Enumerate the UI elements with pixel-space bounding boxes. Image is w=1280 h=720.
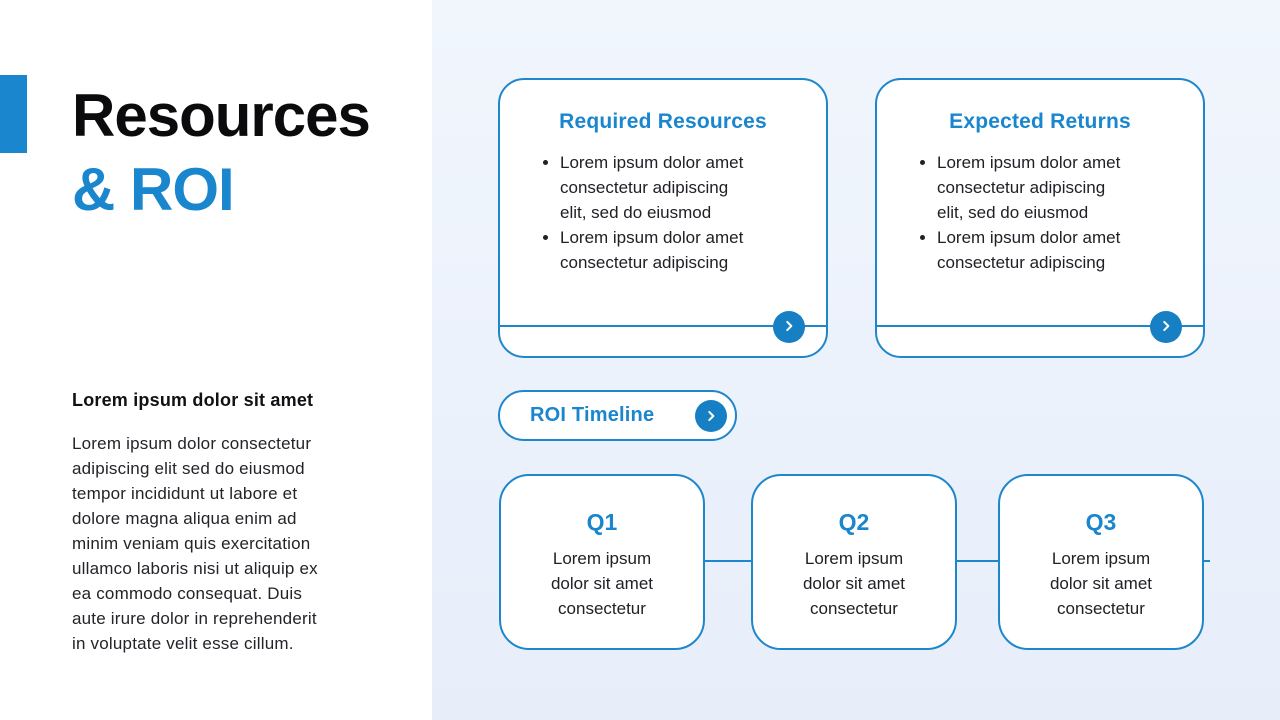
page-title-line1: Resources	[72, 82, 371, 149]
timeline-connector	[703, 560, 754, 562]
timeline-connector	[953, 560, 1000, 562]
title-accent-bar	[0, 75, 27, 153]
quarter-text: Lorem ipsum dolor sit amet consectetur	[802, 549, 906, 618]
card-divider	[877, 325, 1203, 327]
quarter-label: Q2	[838, 509, 870, 535]
left-paragraph: Lorem ipsum dolor consectetur adipiscing…	[72, 434, 318, 653]
roi-timeline-button[interactable]: ROI Timeline	[498, 390, 737, 441]
card-required-resources: Required Resources Lorem ipsum dolor ame…	[498, 78, 828, 358]
card-bullet-list: Lorem ipsum dolor amet consectetur adipi…	[500, 150, 826, 275]
card-title: Expected Returns	[949, 110, 1131, 133]
quarter-card-q2: Q2 Lorem ipsum dolor sit amet consectetu…	[751, 474, 957, 650]
quarter-text: Lorem ipsum dolor sit amet consectetur	[550, 549, 654, 618]
card-title: Required Resources	[559, 110, 767, 133]
timeline-connector-stub	[1203, 560, 1210, 562]
chevron-right-icon	[782, 319, 796, 336]
card-bullet: Lorem ipsum dolor amet consectetur adipi…	[560, 150, 750, 225]
card-bullet-list: Lorem ipsum dolor amet consectetur adipi…	[877, 150, 1203, 275]
left-subheading: Lorem ipsum dolor sit amet	[72, 390, 314, 410]
roi-timeline-label: ROI Timeline	[530, 404, 655, 426]
card-bullet: Lorem ipsum dolor amet consectetur adipi…	[937, 150, 1127, 225]
quarter-card-q1: Q1 Lorem ipsum dolor sit amet consectetu…	[499, 474, 705, 650]
card-bullet: Lorem ipsum dolor amet consectetur adipi…	[937, 225, 1127, 275]
card-bullet: Lorem ipsum dolor amet consectetur adipi…	[560, 225, 750, 275]
card-expected-returns: Expected Returns Lorem ipsum dolor amet …	[875, 78, 1205, 358]
quarter-text: Lorem ipsum dolor sit amet consectetur	[1049, 549, 1153, 618]
page-title: Resources & ROI	[72, 79, 371, 227]
chevron-right-icon	[695, 399, 727, 432]
card-action-button[interactable]	[773, 311, 805, 343]
card-action-button[interactable]	[1150, 311, 1182, 343]
page-title-line2: & ROI	[72, 156, 235, 223]
quarter-card-q3: Q3 Lorem ipsum dolor sit amet consectetu…	[998, 474, 1204, 650]
quarter-label: Q1	[586, 509, 618, 535]
chevron-right-icon	[1159, 319, 1173, 336]
quarter-label: Q3	[1085, 509, 1117, 535]
card-divider	[500, 325, 826, 327]
